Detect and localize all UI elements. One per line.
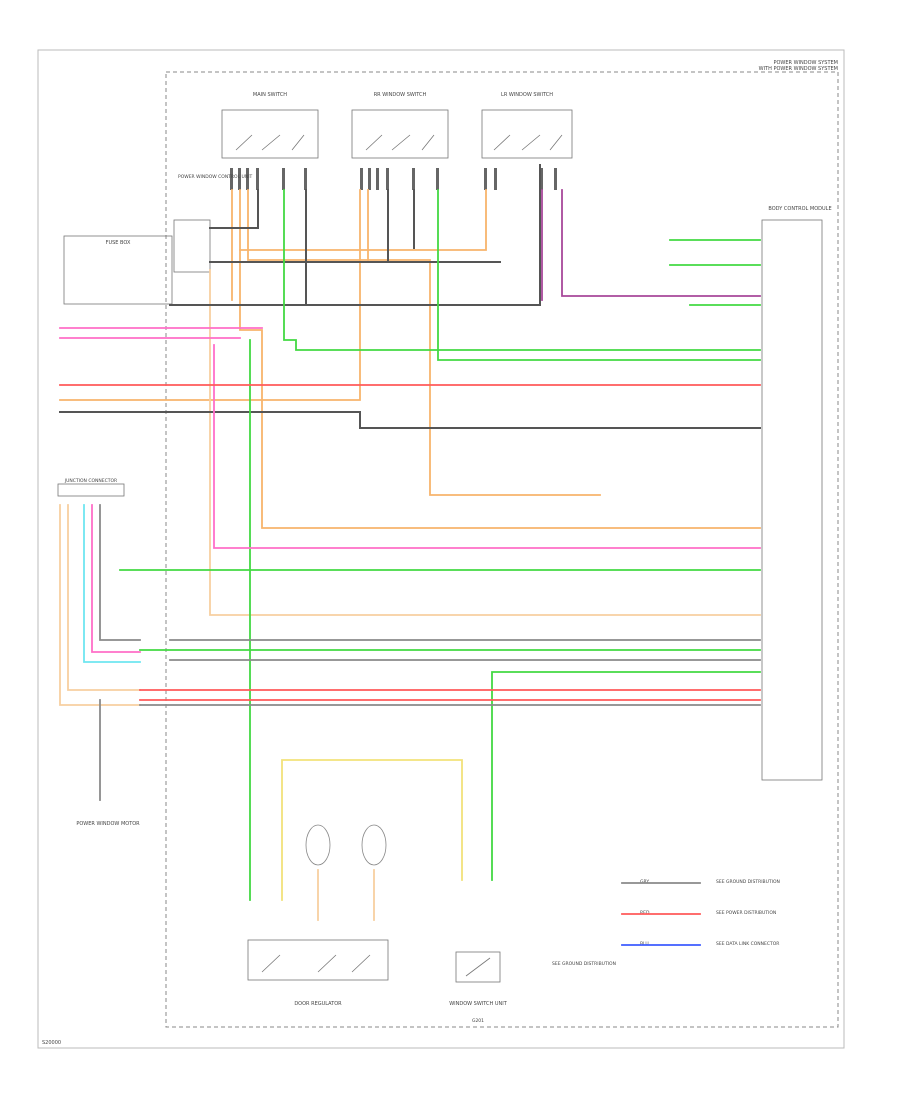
wire-orange-1 bbox=[247, 189, 601, 496]
ground-label: G201 bbox=[472, 1018, 484, 1024]
wire-pink-20 bbox=[213, 344, 761, 549]
wire-cyan-26 bbox=[83, 504, 141, 663]
lr-switch-label: LR WINDOW SWITCH bbox=[501, 92, 553, 98]
motor-sensor-1 bbox=[305, 824, 331, 866]
motor-unit-label: POWER WINDOW MOTOR bbox=[76, 821, 140, 827]
wires bbox=[59, 164, 761, 946]
wire-red-22 bbox=[139, 689, 761, 701]
wire-orange-0 bbox=[231, 189, 761, 529]
motor-sensor-2 bbox=[361, 824, 387, 866]
wire-gray-24 bbox=[99, 504, 141, 641]
rr-switch-label: RR WINDOW SWITCH bbox=[374, 92, 427, 98]
control-unit-label: POWER WINDOW CONTROL UNIT bbox=[178, 174, 253, 180]
window-switch-unit: WINDOW SWITCH UNIT bbox=[449, 951, 508, 1007]
wire-light_orange-29 bbox=[317, 869, 375, 921]
wire-dark-10 bbox=[305, 189, 415, 306]
junction-label: JUNCTION CONNECTOR bbox=[64, 478, 117, 484]
power-window-control-unit: POWER WINDOW CONTROL UNIT bbox=[173, 174, 253, 273]
wire-green-13 bbox=[669, 239, 761, 306]
switch-connector-pins bbox=[230, 168, 557, 190]
legend-wire-1: GRY bbox=[640, 879, 649, 885]
wire-light_orange-6 bbox=[59, 504, 141, 706]
wire-orange-4 bbox=[239, 189, 487, 251]
wire-light_orange-5 bbox=[209, 269, 761, 616]
wire-green-17 bbox=[491, 671, 761, 881]
wire-pink-19 bbox=[91, 504, 141, 653]
system-boundary bbox=[165, 71, 839, 1028]
wire-dark-9 bbox=[209, 189, 259, 229]
legend-text-1: SEE GROUND DISTRIBUTION bbox=[716, 879, 780, 885]
legend-wire-3: BLU bbox=[640, 941, 649, 947]
wire-purple-27 bbox=[541, 189, 761, 301]
junction-connector: JUNCTION CONNECTOR bbox=[57, 478, 125, 497]
door-regulator: DOOR REGULATOR bbox=[247, 939, 389, 1007]
footer-code: S20000 bbox=[42, 1040, 61, 1046]
module-title: BODY CONTROL MODULE bbox=[768, 206, 831, 212]
legend-wire-2: RED bbox=[640, 910, 650, 916]
fuse-box-label: FUSE BOX bbox=[106, 240, 131, 246]
ground-distribution-note: SEE GROUND DISTRIBUTION bbox=[552, 961, 616, 967]
fuse-box: FUSE BOX bbox=[63, 235, 173, 305]
header-line-2: WITH POWER WINDOW SYSTEM bbox=[759, 66, 838, 72]
wire-light_orange-7 bbox=[67, 504, 141, 691]
main-switch-label: MAIN SWITCH bbox=[253, 92, 287, 98]
body-control-module: BODY CONTROL MODULE bbox=[761, 206, 832, 781]
wire-yellow-28 bbox=[281, 759, 463, 901]
page-border bbox=[37, 49, 845, 1049]
wire-pink-18 bbox=[59, 327, 263, 339]
header-line-1: POWER WINDOW SYSTEM bbox=[773, 60, 838, 66]
lr-window-switch: LR WINDOW SWITCH bbox=[481, 92, 573, 159]
legend-text-2: SEE POWER DISTRIBUTION bbox=[716, 910, 776, 916]
wire-green-12 bbox=[437, 189, 761, 361]
rr-window-switch: RR WINDOW SWITCH bbox=[351, 92, 449, 159]
legend: GRY SEE GROUND DISTRIBUTION RED SEE POWE… bbox=[640, 879, 780, 947]
wire-dark-8 bbox=[59, 164, 761, 429]
wire-gray-23 bbox=[139, 639, 761, 706]
regulator-label: DOOR REGULATOR bbox=[294, 1001, 342, 1007]
legend-text-3: SEE DATA LINK CONNECTOR bbox=[716, 941, 779, 947]
main-window-switch: MAIN SWITCH bbox=[221, 92, 319, 159]
switch-unit-label: WINDOW SWITCH UNIT bbox=[449, 1001, 508, 1007]
wire-green-11 bbox=[283, 189, 761, 351]
wire-orange-2 bbox=[59, 189, 361, 401]
